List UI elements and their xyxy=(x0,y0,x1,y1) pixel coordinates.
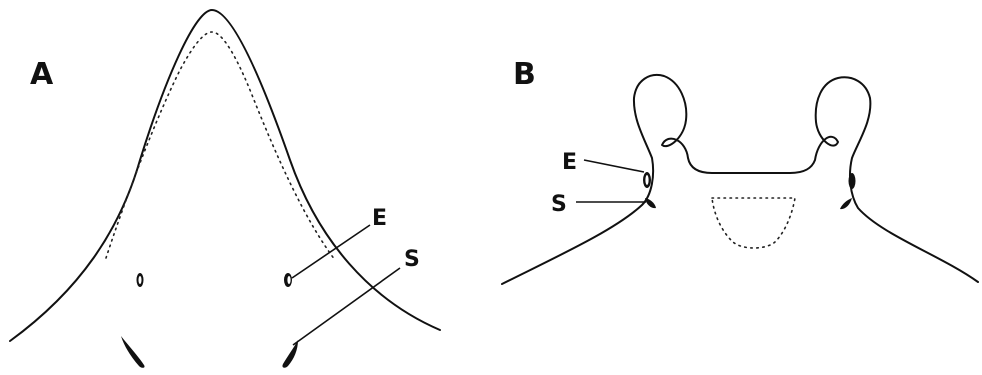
panel-a-inner-contour xyxy=(106,32,335,260)
panel-a-left-sensory-mark xyxy=(121,336,145,368)
panel-a-label-s: S xyxy=(404,247,420,272)
panel-a-label-e: E xyxy=(372,206,387,231)
panel-a-letter: A xyxy=(30,57,54,92)
panel-a-e-leader xyxy=(292,225,370,278)
panel-b-outline xyxy=(502,75,978,284)
panel-a: A E S xyxy=(10,10,440,368)
panel-b-dotted-region xyxy=(712,198,795,248)
panel-b-letter: B xyxy=(513,57,536,92)
panel-b-right-sensory-mark xyxy=(840,198,852,209)
panel-b-e-leader xyxy=(584,160,644,172)
panel-b: B E S xyxy=(502,57,978,284)
panel-b-label-e: E xyxy=(562,150,577,175)
panel-a-right-sensory-mark xyxy=(282,340,298,368)
panel-a-s-leader xyxy=(293,268,400,345)
panel-b-left-sensory-mark xyxy=(645,198,656,208)
panel-a-outline xyxy=(10,10,440,341)
panel-b-label-s: S xyxy=(551,192,567,217)
panel-b-right-eye-spot xyxy=(849,173,856,189)
